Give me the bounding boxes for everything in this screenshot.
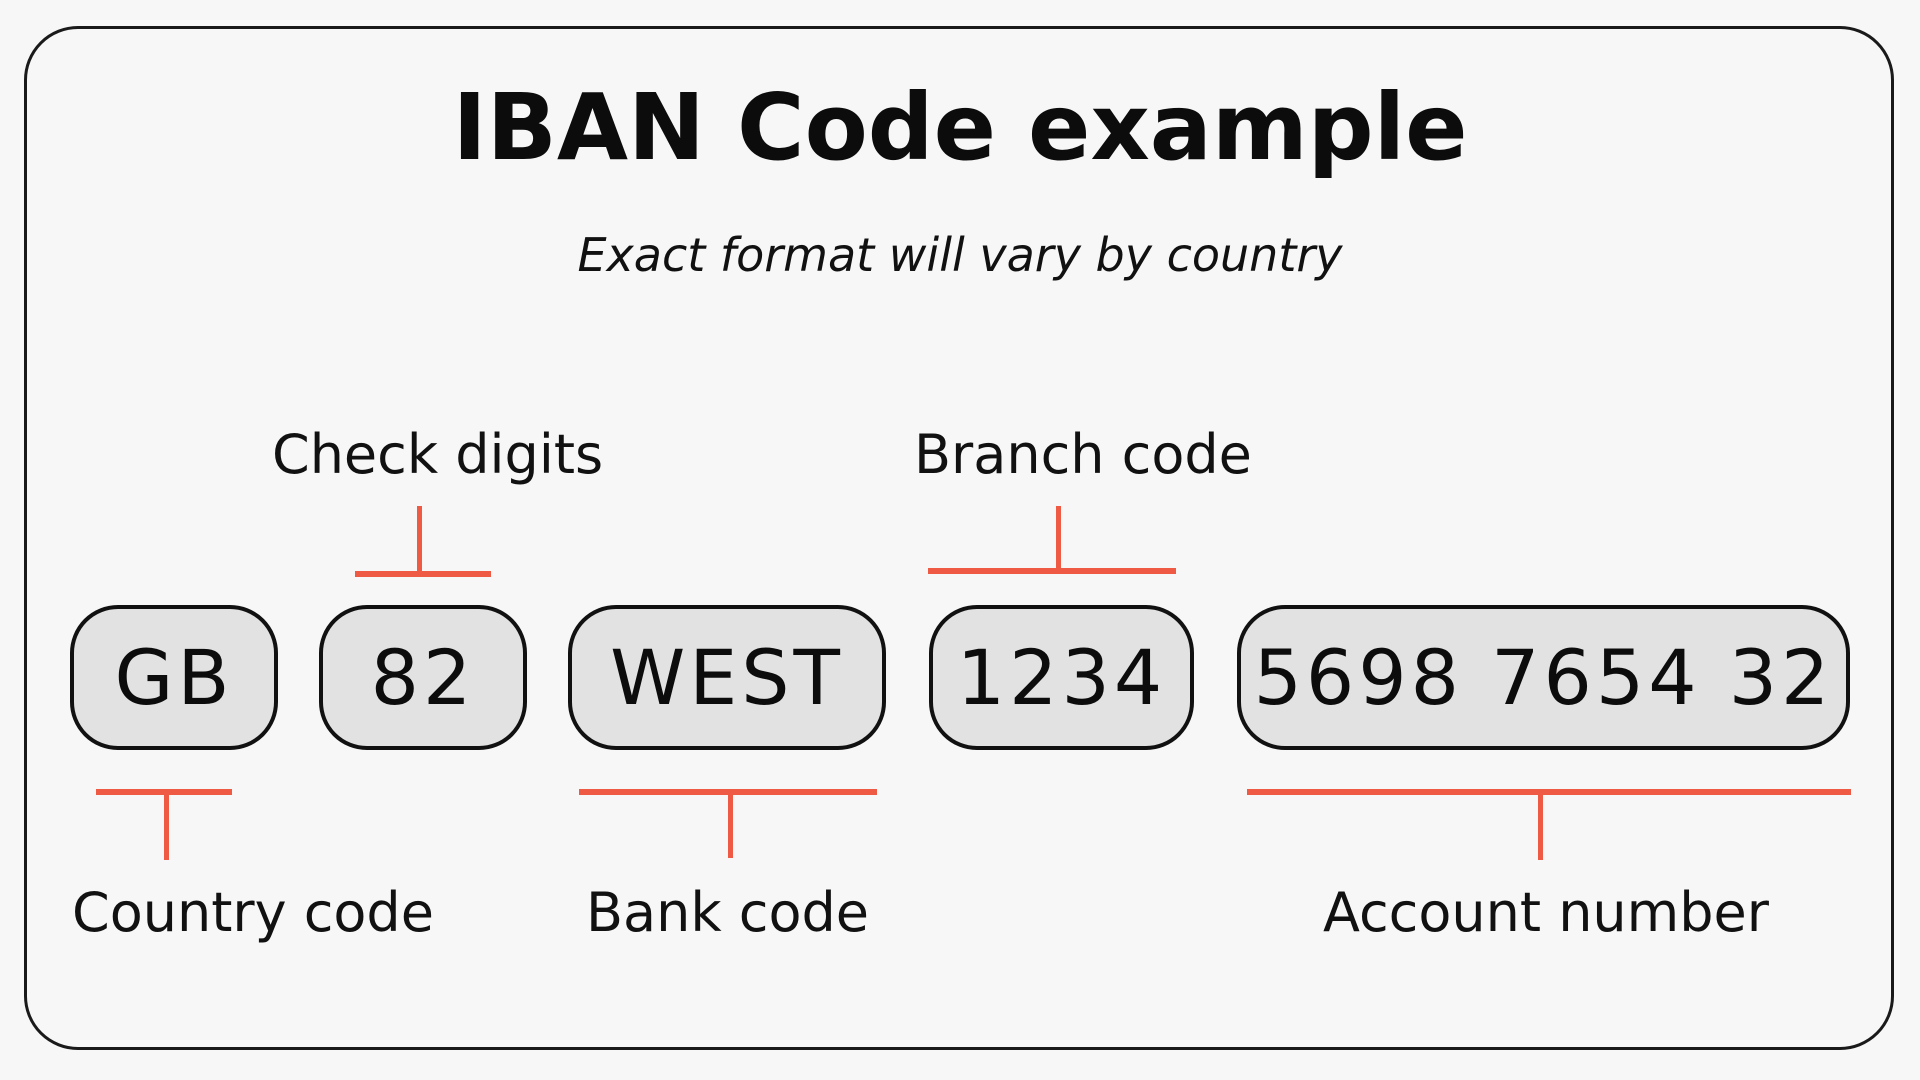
bracket-check-bar [355, 571, 491, 577]
diagram-subtitle: Exact format will vary by country [577, 228, 1343, 282]
bracket-account-bar [1247, 789, 1851, 795]
segment-bank-code: WEST [568, 605, 886, 750]
bracket-bank-stem [728, 792, 733, 858]
segment-country-code: GB [70, 605, 278, 750]
segment-branch-code: 1234 [929, 605, 1194, 750]
bracket-check-stem [417, 506, 422, 572]
label-branch-code: Branch code [914, 423, 1252, 486]
bracket-branch-stem [1056, 506, 1061, 570]
diagram-card [24, 26, 1894, 1050]
bracket-account-stem [1538, 792, 1543, 860]
label-country-code: Country code [72, 881, 434, 944]
label-bank-code: Bank code [586, 881, 870, 944]
segment-check-digits: 82 [319, 605, 527, 750]
segment-account-number: 5698 7654 32 [1237, 605, 1850, 750]
diagram-title: IBAN Code example [452, 74, 1468, 181]
label-account-number: Account number [1323, 881, 1769, 944]
bracket-country-stem [164, 792, 169, 860]
bracket-branch-bar [928, 568, 1176, 574]
label-check-digits: Check digits [272, 423, 604, 486]
